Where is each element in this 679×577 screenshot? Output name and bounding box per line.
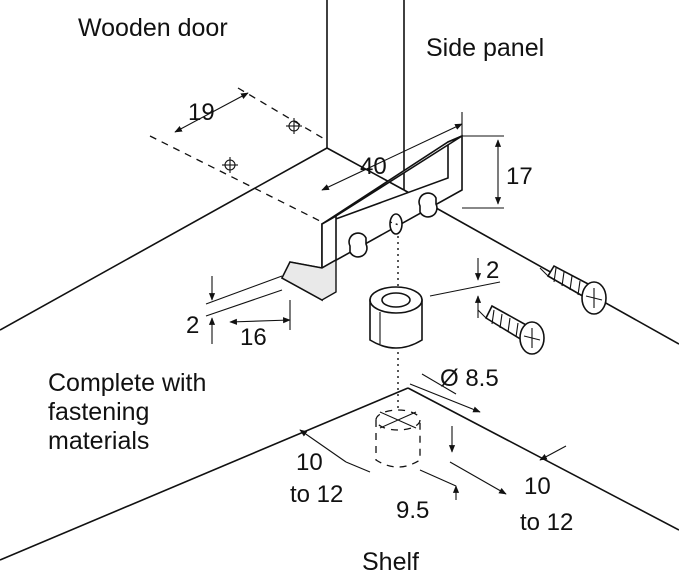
shelf-drill-hole bbox=[375, 409, 421, 468]
dimension-diameter: Ø 8.5 bbox=[409, 365, 499, 413]
dimension-10-to-12-left: 10 to 12 bbox=[290, 429, 371, 508]
side-panel-label: Side panel bbox=[426, 34, 544, 62]
dimension-19: 19 bbox=[149, 87, 327, 225]
dimension-2-left: 2 bbox=[186, 275, 283, 344]
dimension-9-5-label: 9.5 bbox=[396, 497, 429, 524]
dimension-2-right: 2 bbox=[429, 257, 501, 318]
dimension-17-label: 17 bbox=[506, 163, 533, 190]
dimension-16: 16 bbox=[229, 300, 291, 351]
screw-upper bbox=[539, 264, 607, 315]
dimension-left-to12-label: to 12 bbox=[290, 481, 343, 508]
angle-bracket bbox=[280, 134, 463, 302]
wooden-door-panel bbox=[0, 0, 405, 331]
dimension-9-5: 9.5 bbox=[396, 469, 460, 524]
shelf-label: Shelf bbox=[362, 548, 419, 576]
screw-lower bbox=[477, 304, 545, 355]
dimension-left-10-label: 10 bbox=[296, 449, 323, 476]
dimension-40: 40 bbox=[321, 112, 463, 191]
bushing-sleeve bbox=[369, 236, 423, 410]
dimension-right-10-label: 10 bbox=[524, 473, 551, 500]
dimension-17: 17 bbox=[462, 135, 533, 209]
wooden-door-label: Wooden door bbox=[78, 14, 228, 42]
dimension-40-label: 40 bbox=[360, 153, 387, 180]
dimension-diameter-label: Ø 8.5 bbox=[440, 365, 499, 392]
dimension-16-label: 16 bbox=[240, 324, 267, 351]
dimension-right-to12-label: to 12 bbox=[520, 509, 573, 536]
dimension-2-right-label: 2 bbox=[486, 257, 499, 284]
complete-with-label: Complete with bbox=[48, 369, 206, 397]
materials-label: materials bbox=[48, 427, 149, 455]
dimension-2-left-label: 2 bbox=[186, 312, 199, 339]
dimension-10-to-12-right: 10 to 12 bbox=[448, 426, 573, 536]
dimension-19-label: 19 bbox=[188, 99, 215, 126]
fastening-label: fastening bbox=[48, 398, 149, 426]
